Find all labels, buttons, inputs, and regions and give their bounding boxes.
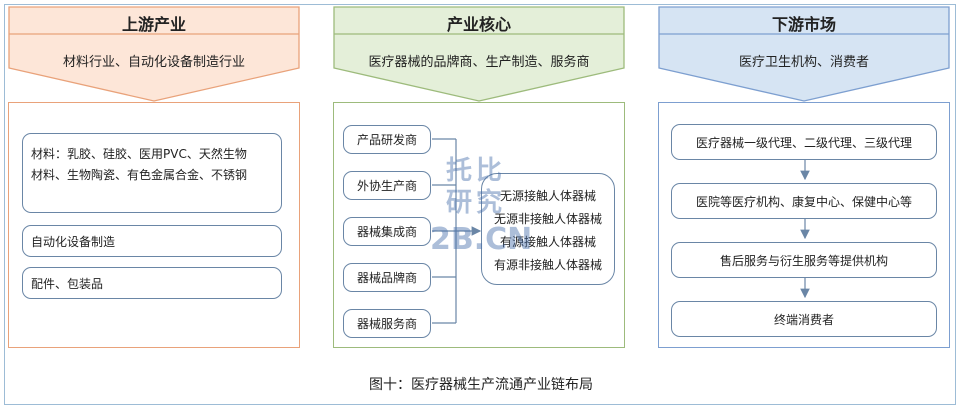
core-title: 产业核心: [446, 15, 511, 34]
core-header: 产业核心 医疗器械的品牌商、生产制造、服务商: [333, 6, 625, 102]
device-type-4: 有源非接触人体器械: [493, 258, 602, 272]
core-role-contract-mfg: 外协生产商: [343, 171, 431, 200]
upstream-item-automation: 自动化设备制造: [22, 225, 282, 257]
upstream-subtitle: 材料行业、自动化设备制造行业: [62, 55, 245, 70]
materials-line-1: 材料：乳胶、硅胶、医用PVC、天然生物: [31, 147, 247, 161]
core-role-service: 器械服务商: [343, 309, 431, 338]
upstream-item-accessories: 配件、包装品: [22, 267, 282, 299]
downstream-body: 医疗器械一级代理、二级代理、三级代理 医院等医疗机构、康复中心、保健中心等 售后…: [658, 102, 950, 348]
core-subtitle: 医疗器械的品牌商、生产制造、服务商: [368, 55, 590, 70]
downstream-column: 下游市场 医疗卫生机构、消费者 医疗器械一级代理、二级代理、三级代理 医院等医疗…: [658, 6, 950, 348]
upstream-title: 上游产业: [121, 15, 186, 34]
downstream-subtitle: 医疗卫生机构、消费者: [738, 55, 869, 70]
device-type-3: 有源接触人体器械: [499, 235, 596, 249]
downstream-hospitals: 医院等医疗机构、康复中心、保健中心等: [671, 183, 937, 219]
materials-box: 材料：乳胶、硅胶、医用PVC、天然生物 材料、生物陶瓷、有色金属合金、不锈钢: [22, 133, 282, 213]
upstream-chevron: [8, 6, 300, 102]
core-device-box: 无源接触人体器械 无源非接触人体器械 有源接触人体器械 有源非接触人体器械: [481, 173, 615, 285]
upstream-header: 上游产业 材料行业、自动化设备制造行业: [8, 6, 300, 102]
core-role-integrator: 器械集成商: [343, 217, 431, 246]
core-chevron: [333, 6, 625, 102]
downstream-agents: 医疗器械一级代理、二级代理、三级代理: [671, 124, 937, 160]
downstream-connectors: [800, 159, 810, 299]
downstream-header: 下游市场 医疗卫生机构、消费者: [658, 6, 950, 102]
core-role-rd: 产品研发商: [343, 125, 431, 154]
downstream-after-sales: 售后服务与衍生服务等提供机构: [671, 242, 937, 278]
upstream-body: 材料：乳胶、硅胶、医用PVC、天然生物 材料、生物陶瓷、有色金属合金、不锈钢 自…: [8, 102, 300, 348]
core-column: 产业核心 医疗器械的品牌商、生产制造、服务商 产品研发商 外协生产商 器械集成商…: [333, 6, 625, 348]
upstream-column: 上游产业 材料行业、自动化设备制造行业 材料：乳胶、硅胶、医用PVC、天然生物 …: [8, 6, 300, 348]
core-body: 产品研发商 外协生产商 器械集成商 器械品牌商 器械服务商 无源接触人体器械 无…: [333, 102, 625, 348]
device-type-2: 无源非接触人体器械: [493, 212, 602, 226]
downstream-end-consumer: 终端消费者: [671, 301, 937, 337]
figure-frame: [4, 4, 956, 405]
downstream-chevron: [658, 6, 950, 102]
downstream-title: 下游市场: [771, 15, 836, 34]
core-connectors: [432, 138, 482, 324]
core-role-brand: 器械品牌商: [343, 263, 431, 292]
figure-caption: 图十：医疗器械生产流通产业链布局: [369, 377, 593, 393]
device-type-1: 无源接触人体器械: [499, 189, 596, 203]
materials-line-2: 材料、生物陶瓷、有色金属合金、不锈钢: [31, 168, 248, 182]
